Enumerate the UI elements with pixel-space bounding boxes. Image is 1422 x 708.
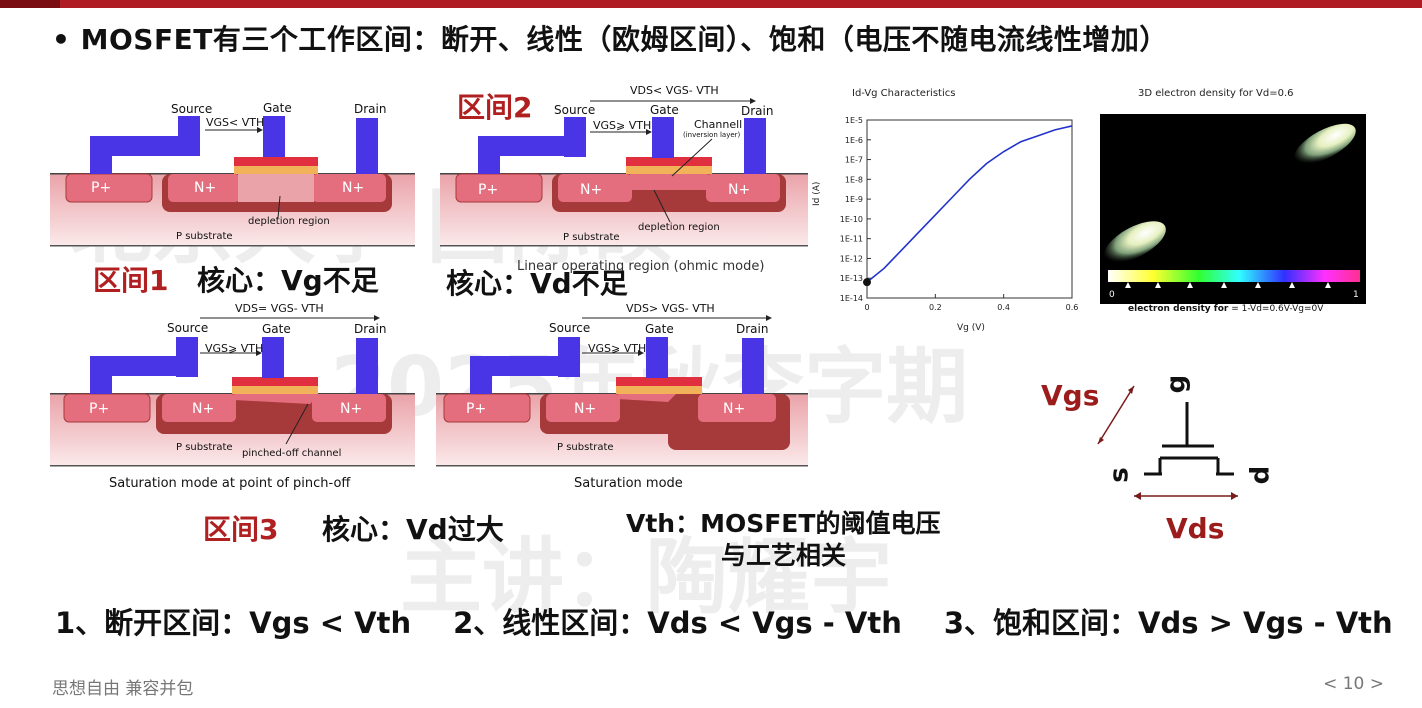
label-gate-3: Gate [262, 322, 291, 336]
plot-ytick-label: 1E-11 [840, 235, 863, 244]
label-nplus-1b: N+ [342, 180, 365, 196]
label-psub-3: P substrate [176, 442, 233, 453]
mosfet-linear-diagram [440, 98, 808, 247]
plot-start-point [863, 278, 871, 287]
plot-ytick-label: 1E-8 [845, 175, 863, 184]
mosfet-saturation-diagram [436, 315, 808, 467]
plot-ytick-label: 1E-6 [845, 136, 863, 145]
label-vds-lt: VDS< VGS- VTH [630, 84, 719, 97]
label-channel: Channell [694, 118, 743, 131]
plot-series-line [866, 125, 1073, 283]
label-drain-4: Drain [736, 322, 769, 336]
region-1-label: 区间1 [93, 264, 169, 297]
label-gate-4: Gate [645, 322, 674, 336]
label-gate-1: Gate [263, 101, 292, 115]
label-nplus-1a: N+ [194, 180, 217, 196]
caption-saturation: Saturation mode [574, 476, 683, 491]
label-nplus-3b: N+ [340, 401, 363, 417]
region-3-core: 核心：Vd过大 [322, 513, 504, 546]
label-source-1: Source [171, 102, 213, 116]
label-nplus-2b: N+ [728, 182, 751, 198]
plot-ytick-label: 1E-14 [840, 294, 863, 303]
density-title: 3D electron density for Vd=0.6 [1138, 88, 1294, 99]
label-pplus-4: P+ [466, 401, 487, 417]
top-accent-bar [0, 0, 1422, 8]
formula-linear: 2、线性区间：Vds < Vgs - Vth [453, 606, 902, 640]
symbol-gate: g [1161, 374, 1192, 394]
label-nplus-4b: N+ [723, 401, 746, 417]
top-accent-bar-dark [0, 0, 60, 8]
formula-saturation: 3、饱和区间：Vds > Vgs - Vth [943, 606, 1393, 640]
density-scale-max: 1 [1353, 290, 1359, 300]
plot-xtick-label: 0.6 [1066, 303, 1079, 312]
label-pplus-2: P+ [478, 182, 499, 198]
density-caption-bold: electron density for [1128, 304, 1229, 314]
label-nplus-2a: N+ [580, 182, 603, 198]
label-vds-gt: VDS> VGS- VTH [626, 302, 715, 315]
label-pinched: pinched-off channel [242, 448, 342, 459]
label-vgs-lt-vth: VGS< VTH [206, 116, 265, 129]
label-pplus-3: P+ [89, 401, 110, 417]
plot-ytick-label: 1E-13 [840, 274, 863, 283]
label-psub-2: P substrate [563, 232, 620, 243]
formula-row: 1、断开区间：Vgs < Vth 2、线性区间：Vds < Vgs - Vth 3、… [55, 600, 1393, 642]
label-psub-4: P substrate [557, 442, 614, 453]
region-2-label: 区间2 [457, 91, 533, 124]
plot-xtick-label: 0 [864, 303, 869, 312]
formula-cutoff: 1、断开区间：Vgs < Vth [55, 606, 412, 640]
label-psub-1: P substrate [176, 231, 233, 242]
idvg-plot: 1E-5 1E-6 1E-7 1E-8 1E-9 1E-10 1E-11 1E-12 1E-13… [840, 116, 1079, 312]
plot-xtick-label: 0.2 [929, 303, 942, 312]
region-1-core: 核心：Vg不足 [197, 264, 379, 297]
page-number[interactable]: < 10 > [1323, 674, 1384, 694]
label-pplus-1: P+ [91, 180, 112, 196]
label-source-4: Source [549, 321, 591, 335]
plot-ytick-label: 1E-9 [845, 195, 863, 204]
plot-title: Id-Vg Characteristics [852, 88, 956, 99]
mosfet-pinchoff-diagram [50, 315, 415, 467]
label-vgs-ge-vth-3: VGS⩾ VTH [205, 342, 264, 355]
label-vgs-ge-vth-4: VGS⩾ VTH [588, 342, 647, 355]
label-gate-2: Gate [650, 103, 679, 117]
footer-motto: 思想自由 兼容并包 [52, 679, 194, 699]
electron-density-image [1100, 114, 1366, 304]
slide-heading: • MOSFET有三个工作区间：断开、线性（欧姆区间）、饱和（电压不随电流线性增… [52, 23, 1168, 56]
plot-xtick-label: 0.4 [997, 303, 1010, 312]
label-drain-1: Drain [354, 102, 387, 116]
plot-ylabel: Id (A) [812, 181, 822, 206]
label-depletion-1: depletion region [248, 216, 330, 227]
caption-linear: Linear operating region (ohmic mode) [517, 259, 765, 274]
label-source-3: Source [167, 321, 209, 335]
label-drain-3: Drain [354, 322, 387, 336]
label-vds: Vds [1166, 512, 1225, 545]
vth-note-line1: Vth：MOSFET的阈值电压 [626, 509, 941, 538]
caption-pinchoff: Saturation mode at point of pinch-off [109, 476, 351, 491]
label-drain-2: Drain [741, 104, 774, 118]
plot-xlabel: Vg (V) [957, 323, 985, 333]
density-caption-rest: = 1-Vd=0.6V-Vg=0V [1228, 304, 1324, 314]
label-vgs-ge-vth-2: VGS⩾ VTH [593, 119, 652, 132]
region-3-label: 区间3 [203, 513, 279, 546]
mosfet-symbol [1097, 385, 1238, 500]
mosfet-cutoff-diagram [50, 116, 415, 247]
label-vds-eq: VDS= VGS- VTH [235, 302, 324, 315]
plot-ytick-label: 1E-12 [840, 254, 863, 263]
plot-ytick-label: 1E-10 [840, 215, 863, 224]
label-inversion: (inversion layer) [683, 131, 741, 139]
label-source-2: Source [554, 103, 596, 117]
plot-ytick-label: 1E-5 [845, 116, 863, 125]
label-nplus-3a: N+ [192, 401, 215, 417]
symbol-source: s [1104, 467, 1135, 483]
label-vgs: Vgs [1041, 379, 1100, 412]
watermark-3: 主讲：陶耀宇 [400, 530, 893, 625]
vth-note-line2: 与工艺相关 [721, 541, 847, 570]
label-nplus-4a: N+ [574, 401, 597, 417]
plot-frame [866, 119, 1073, 299]
density-caption: electron density for = 1-Vd=0.6V-Vg=0V [1128, 304, 1323, 314]
region-2-core: 核心：Vd不足 [446, 267, 628, 300]
density-scale-min: 0 [1109, 290, 1115, 300]
symbol-drain: d [1245, 465, 1276, 485]
label-depletion-2: depletion region [638, 222, 720, 233]
plot-ytick-label: 1E-7 [845, 156, 863, 165]
